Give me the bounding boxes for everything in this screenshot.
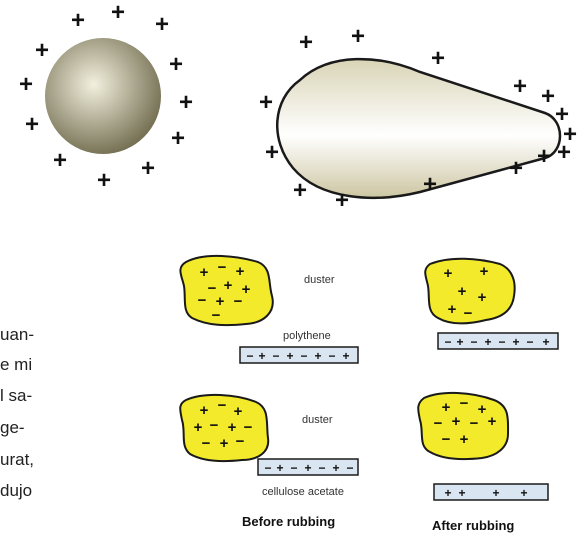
plus-charge: + bbox=[25, 111, 39, 138]
minus-charge: − bbox=[246, 349, 253, 363]
plus-charge: + bbox=[236, 263, 245, 280]
plus-charge: + bbox=[458, 486, 465, 500]
plus-charge: + bbox=[179, 89, 193, 116]
plus-charge: + bbox=[194, 419, 203, 436]
label-cellulose-acetate: cellulose acetate bbox=[262, 486, 344, 498]
plus-charge: + bbox=[478, 401, 487, 418]
plus-charge: + bbox=[53, 147, 67, 174]
minus-charge: − bbox=[442, 431, 451, 448]
caption-before-rubbing: Before rubbing bbox=[242, 514, 335, 529]
charged-sphere bbox=[45, 38, 161, 154]
label-duster-bottom: duster bbox=[302, 414, 333, 426]
plus-charge: + bbox=[520, 486, 527, 500]
plus-charge: + bbox=[537, 143, 551, 170]
plus-charge: + bbox=[224, 277, 233, 294]
plus-charge: + bbox=[276, 461, 283, 475]
minus-charge: − bbox=[218, 259, 227, 276]
plus-charge: + bbox=[111, 0, 125, 26]
plus-charge: + bbox=[458, 283, 467, 300]
plus-charge: + bbox=[299, 29, 313, 56]
plus-charge: + bbox=[200, 402, 209, 419]
plus-charge: + bbox=[492, 486, 499, 500]
plus-charge: + bbox=[513, 73, 527, 100]
plus-charge: + bbox=[509, 155, 523, 182]
plus-charge: + bbox=[332, 461, 339, 475]
minus-charge: − bbox=[244, 419, 253, 436]
minus-charge: − bbox=[264, 461, 271, 475]
plus-charge: + bbox=[342, 349, 349, 363]
minus-charge: − bbox=[300, 349, 307, 363]
minus-charge: − bbox=[234, 293, 243, 310]
label-duster-top: duster bbox=[304, 274, 335, 286]
plus-charge: + bbox=[480, 263, 489, 280]
plus-charge: + bbox=[293, 177, 307, 204]
minus-charge: − bbox=[272, 349, 279, 363]
plus-charge: + bbox=[444, 486, 451, 500]
plus-charge: + bbox=[460, 431, 469, 448]
plus-charge: + bbox=[242, 281, 251, 298]
label-polythene: polythene bbox=[283, 330, 331, 342]
plus-charge: + bbox=[286, 349, 293, 363]
plus-charge: + bbox=[171, 125, 185, 152]
plus-charge: + bbox=[258, 349, 265, 363]
plus-charge: + bbox=[456, 335, 463, 349]
minus-charge: − bbox=[210, 417, 219, 434]
plus-charge: + bbox=[259, 89, 273, 116]
minus-charge: − bbox=[444, 335, 451, 349]
plus-charge: + bbox=[304, 461, 311, 475]
plus-charge: + bbox=[542, 335, 549, 349]
minus-charge: − bbox=[318, 461, 325, 475]
minus-charge: − bbox=[218, 397, 227, 414]
minus-charge: − bbox=[290, 461, 297, 475]
plus-charge: + bbox=[484, 335, 491, 349]
plus-charge: + bbox=[444, 265, 453, 282]
plus-charge: + bbox=[97, 167, 111, 194]
minus-charge: − bbox=[464, 305, 473, 322]
minus-charge: − bbox=[198, 292, 207, 309]
plus-charge: + bbox=[155, 11, 169, 38]
plus-charge: + bbox=[512, 335, 519, 349]
plus-charge: + bbox=[335, 187, 349, 214]
minus-charge: − bbox=[202, 435, 211, 452]
minus-charge: − bbox=[470, 335, 477, 349]
plus-charge: + bbox=[541, 83, 555, 110]
plus-charge: + bbox=[220, 435, 229, 452]
plus-charge: + bbox=[35, 37, 49, 64]
plus-charge: + bbox=[234, 403, 243, 420]
minus-charge: − bbox=[470, 415, 479, 432]
plus-charge: + bbox=[265, 139, 279, 166]
plus-charge: + bbox=[351, 23, 365, 50]
minus-charge: − bbox=[498, 335, 505, 349]
minus-charge: − bbox=[434, 415, 443, 432]
minus-charge: − bbox=[212, 307, 221, 324]
plus-charge: + bbox=[488, 413, 497, 430]
plus-charge: + bbox=[423, 171, 437, 198]
plus-charge: + bbox=[200, 264, 209, 281]
minus-charge: − bbox=[346, 461, 353, 475]
plus-charge: + bbox=[314, 349, 321, 363]
plus-charge: + bbox=[557, 139, 571, 166]
caption-after-rubbing: After rubbing bbox=[432, 518, 514, 533]
minus-charge: − bbox=[328, 349, 335, 363]
minus-charge: − bbox=[236, 433, 245, 450]
plus-charge: + bbox=[442, 399, 451, 416]
plus-charge: + bbox=[431, 45, 445, 72]
minus-charge: − bbox=[460, 395, 469, 412]
plus-charge: + bbox=[71, 7, 85, 34]
plus-charge: + bbox=[478, 289, 487, 306]
plus-charge: + bbox=[448, 301, 457, 318]
plus-charge: + bbox=[169, 51, 183, 78]
plus-charge: + bbox=[19, 71, 33, 98]
plus-charge: + bbox=[141, 155, 155, 182]
minus-charge: − bbox=[526, 335, 533, 349]
plus-charge: + bbox=[452, 413, 461, 430]
